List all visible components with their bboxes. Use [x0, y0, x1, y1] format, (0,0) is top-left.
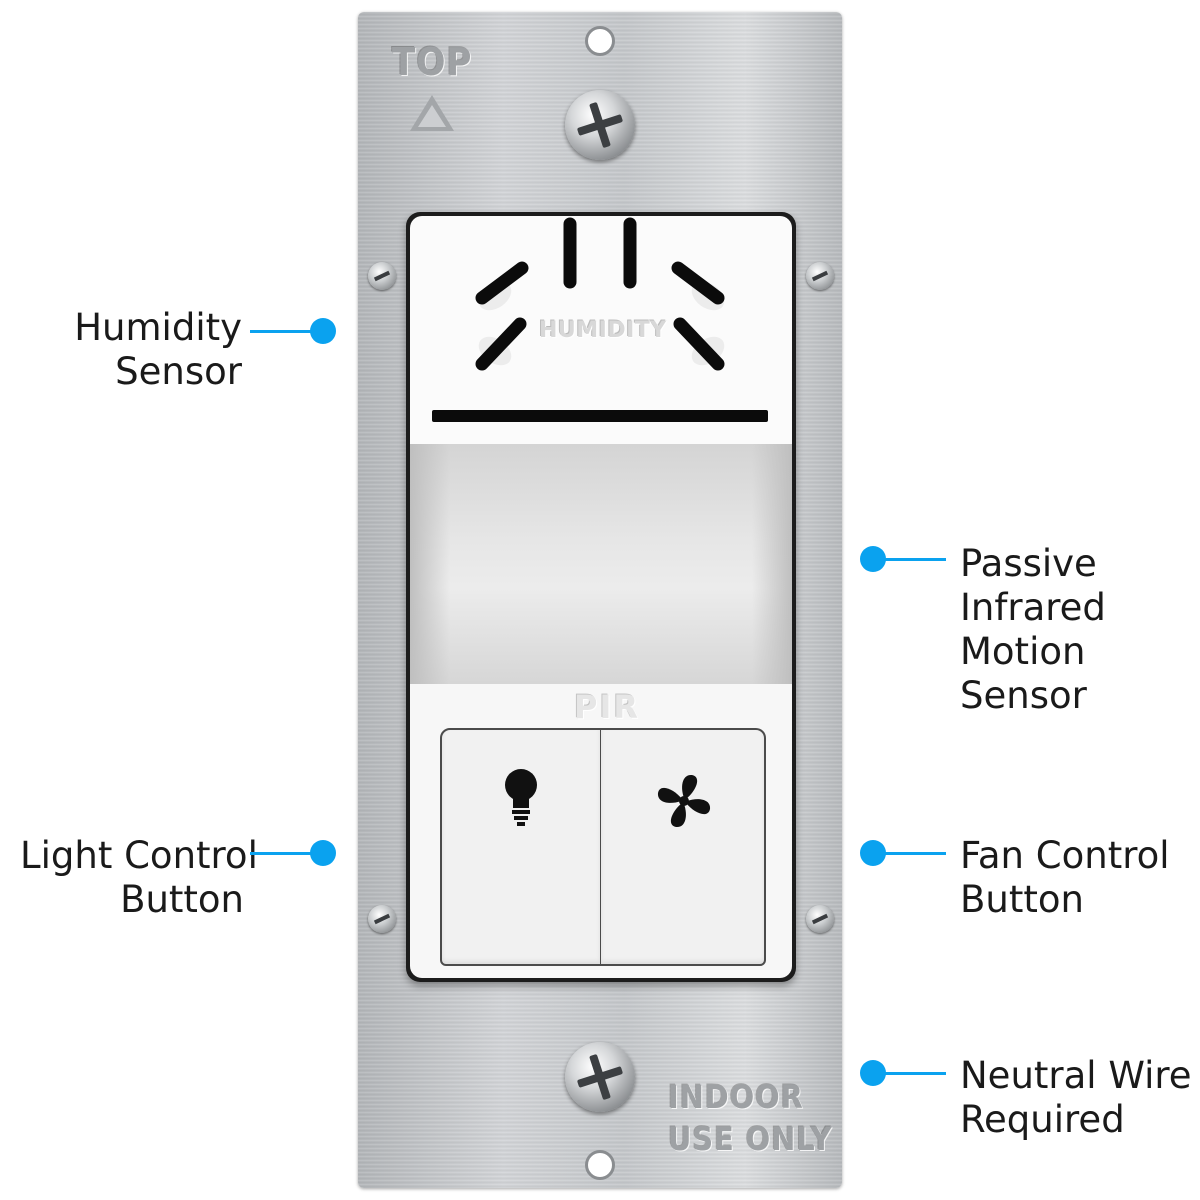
screw-icon — [565, 1042, 635, 1112]
humidity-label: HUMIDITY — [539, 318, 667, 343]
humidity-indicator-bar — [432, 410, 768, 422]
fan-control-button[interactable] — [600, 728, 766, 966]
callout-dot — [310, 840, 336, 866]
use-only-label: USE ONLY — [668, 1120, 833, 1158]
small-screw-icon — [368, 905, 396, 933]
humidity-vent-icon — [475, 217, 725, 371]
top-label: TOP — [392, 40, 473, 84]
callout-line — [872, 852, 946, 855]
top-triangle-icon — [410, 95, 454, 131]
callout-text-line: Sensor — [115, 350, 242, 393]
callout-line — [872, 1072, 946, 1075]
fan-icon — [657, 774, 711, 828]
callout-dot — [310, 318, 336, 344]
humidity-sensor-panel — [410, 216, 792, 444]
callout-text-line: Required — [960, 1098, 1125, 1141]
callout-humidity-sensor: Humidity Sensor — [60, 306, 242, 394]
plate-mount-hole-top — [585, 26, 615, 56]
callout-fan-control-button: Fan Control Button — [960, 834, 1170, 922]
callout-text-line: Neutral Wire — [960, 1054, 1192, 1097]
callout-line — [250, 852, 322, 855]
callout-line — [250, 330, 322, 333]
pir-lens — [410, 444, 792, 684]
indoor-label: INDOOR — [668, 1078, 804, 1116]
callout-text-line: Motion — [960, 630, 1086, 673]
callout-light-control-button: Light Control Button — [20, 834, 258, 922]
callout-text-line: Passive — [960, 542, 1097, 585]
callout-text-line: Button — [960, 878, 1084, 921]
callout-text-line: Infrared — [960, 586, 1106, 629]
callout-text-line: Sensor — [960, 674, 1087, 717]
pir-label: PIR — [574, 688, 640, 726]
screw-icon — [565, 90, 635, 160]
small-screw-icon — [368, 262, 396, 290]
callout-text-line: Light Control — [20, 834, 258, 877]
light-control-button[interactable] — [440, 728, 602, 966]
callout-text-line: Humidity — [74, 306, 242, 349]
callout-line — [872, 558, 946, 561]
plate-mount-hole-bottom — [585, 1150, 615, 1180]
small-screw-icon — [806, 905, 834, 933]
callout-text-line: Fan Control — [960, 834, 1170, 877]
callout-neutral-wire-required: Neutral Wire Required — [960, 1054, 1192, 1142]
callout-pir-motion-sensor: Passive Infrared Motion Sensor — [960, 542, 1106, 718]
small-screw-icon — [806, 262, 834, 290]
light-bulb-icon — [505, 769, 537, 826]
callout-text-line: Button — [120, 878, 244, 921]
